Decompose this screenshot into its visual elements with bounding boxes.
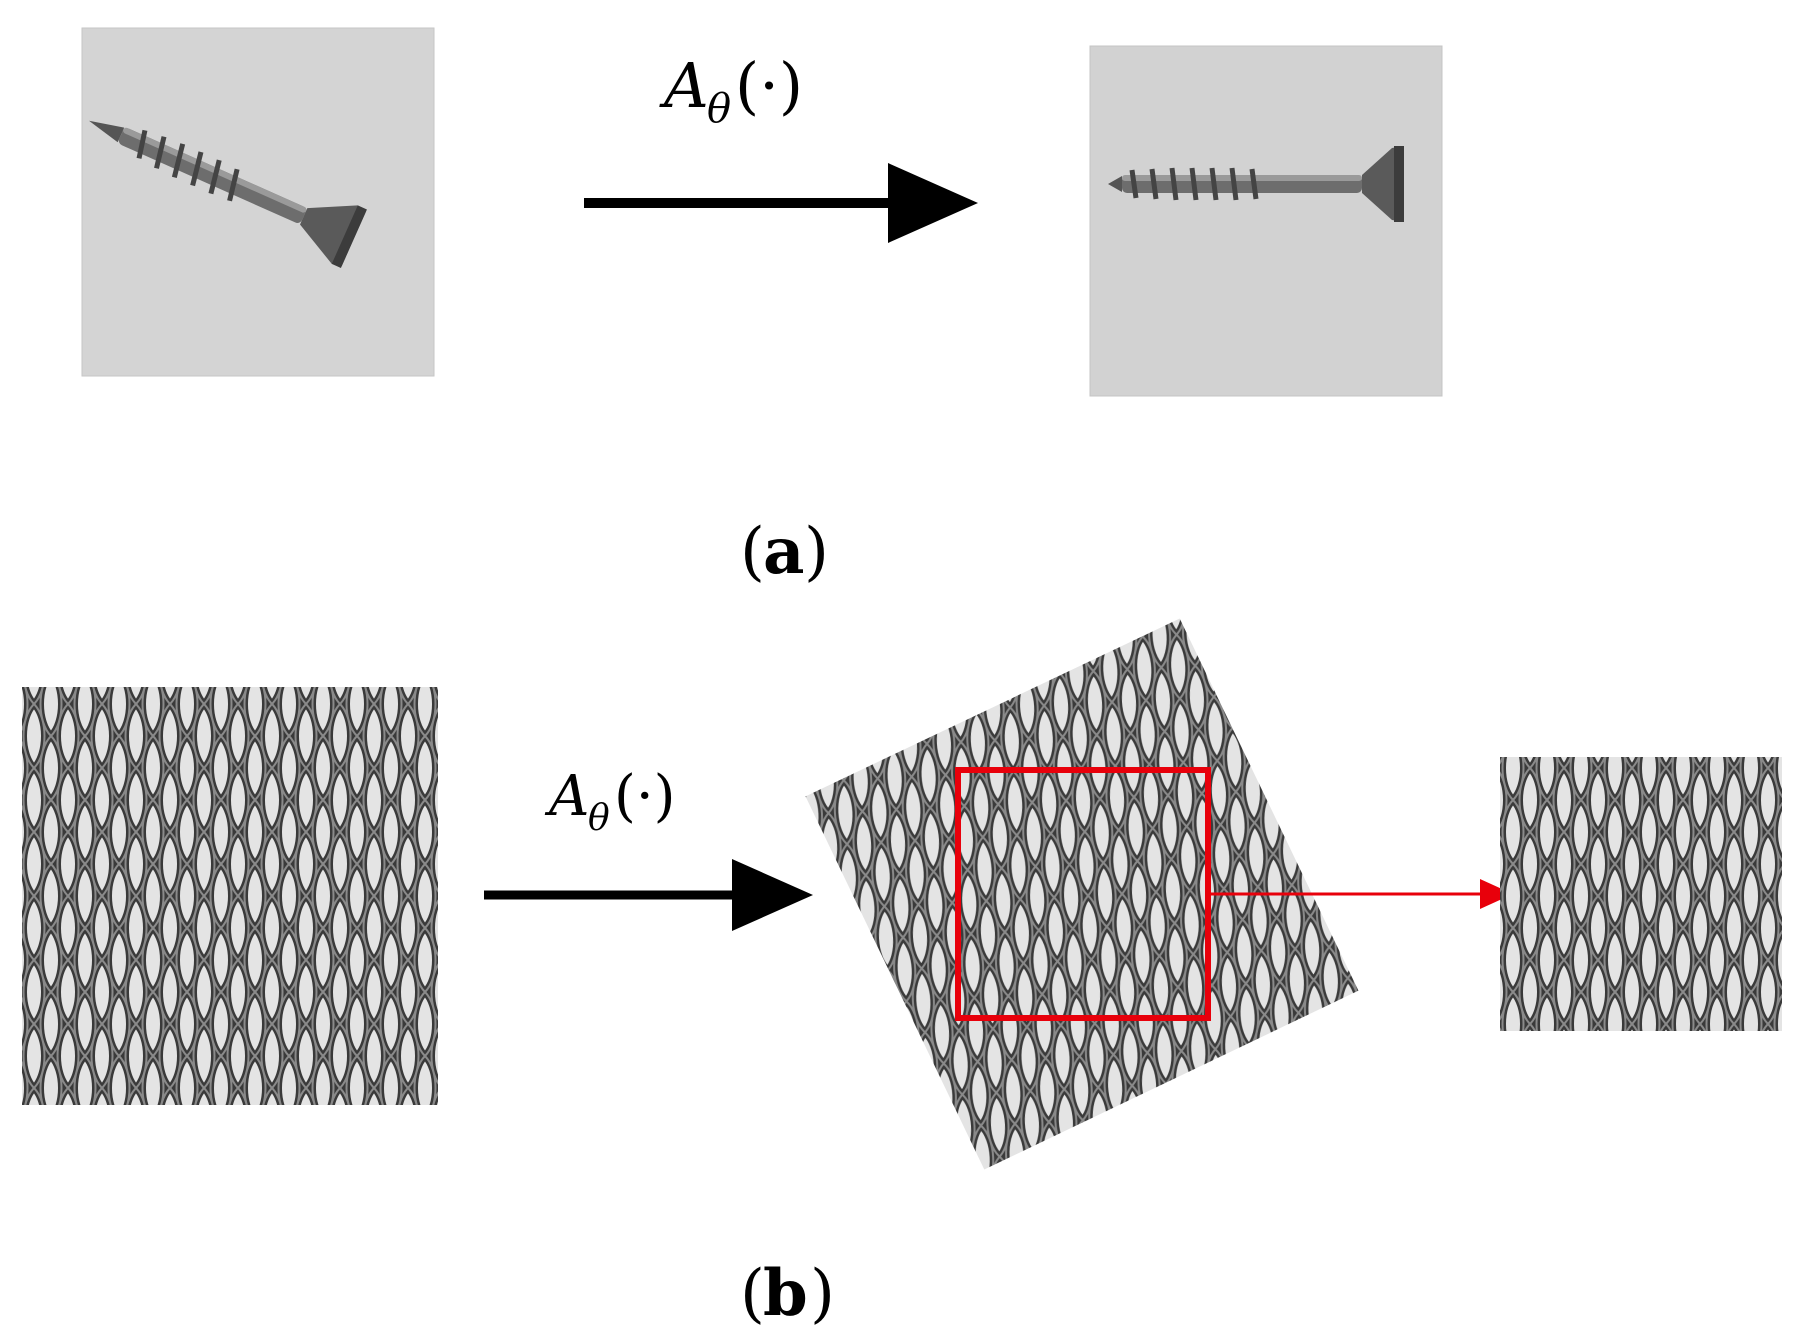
svg-text:(·): (·) [735,49,803,122]
panel-a-caption: ( a ) [740,514,829,589]
svg-text:(·): (·) [614,764,676,829]
svg-text:θ: θ [588,798,610,839]
screw-photo-rotated [1090,46,1442,396]
panel-b-caption: ( b ) [740,1256,835,1331]
metal-mesh-texture [22,687,438,1105]
svg-text:): ) [810,1257,835,1331]
svg-text:): ) [804,515,829,589]
svg-text:θ: θ [707,86,731,132]
screw-photo [76,28,434,376]
svg-text:a: a [763,514,804,589]
svg-text:(: ( [740,515,765,589]
operator-label-b: A θ (·) [544,764,676,839]
svg-text:A: A [659,49,709,122]
svg-text:A: A [544,764,589,829]
svg-text:(: ( [740,1257,765,1331]
panel-a: A θ (·) [76,28,1442,589]
svg-text:b: b [763,1256,808,1331]
panel-b: A θ (·) ( b ) [22,610,1782,1331]
operator-label-a: A θ (·) [659,49,803,132]
metal-mesh-crop [1500,757,1782,1031]
